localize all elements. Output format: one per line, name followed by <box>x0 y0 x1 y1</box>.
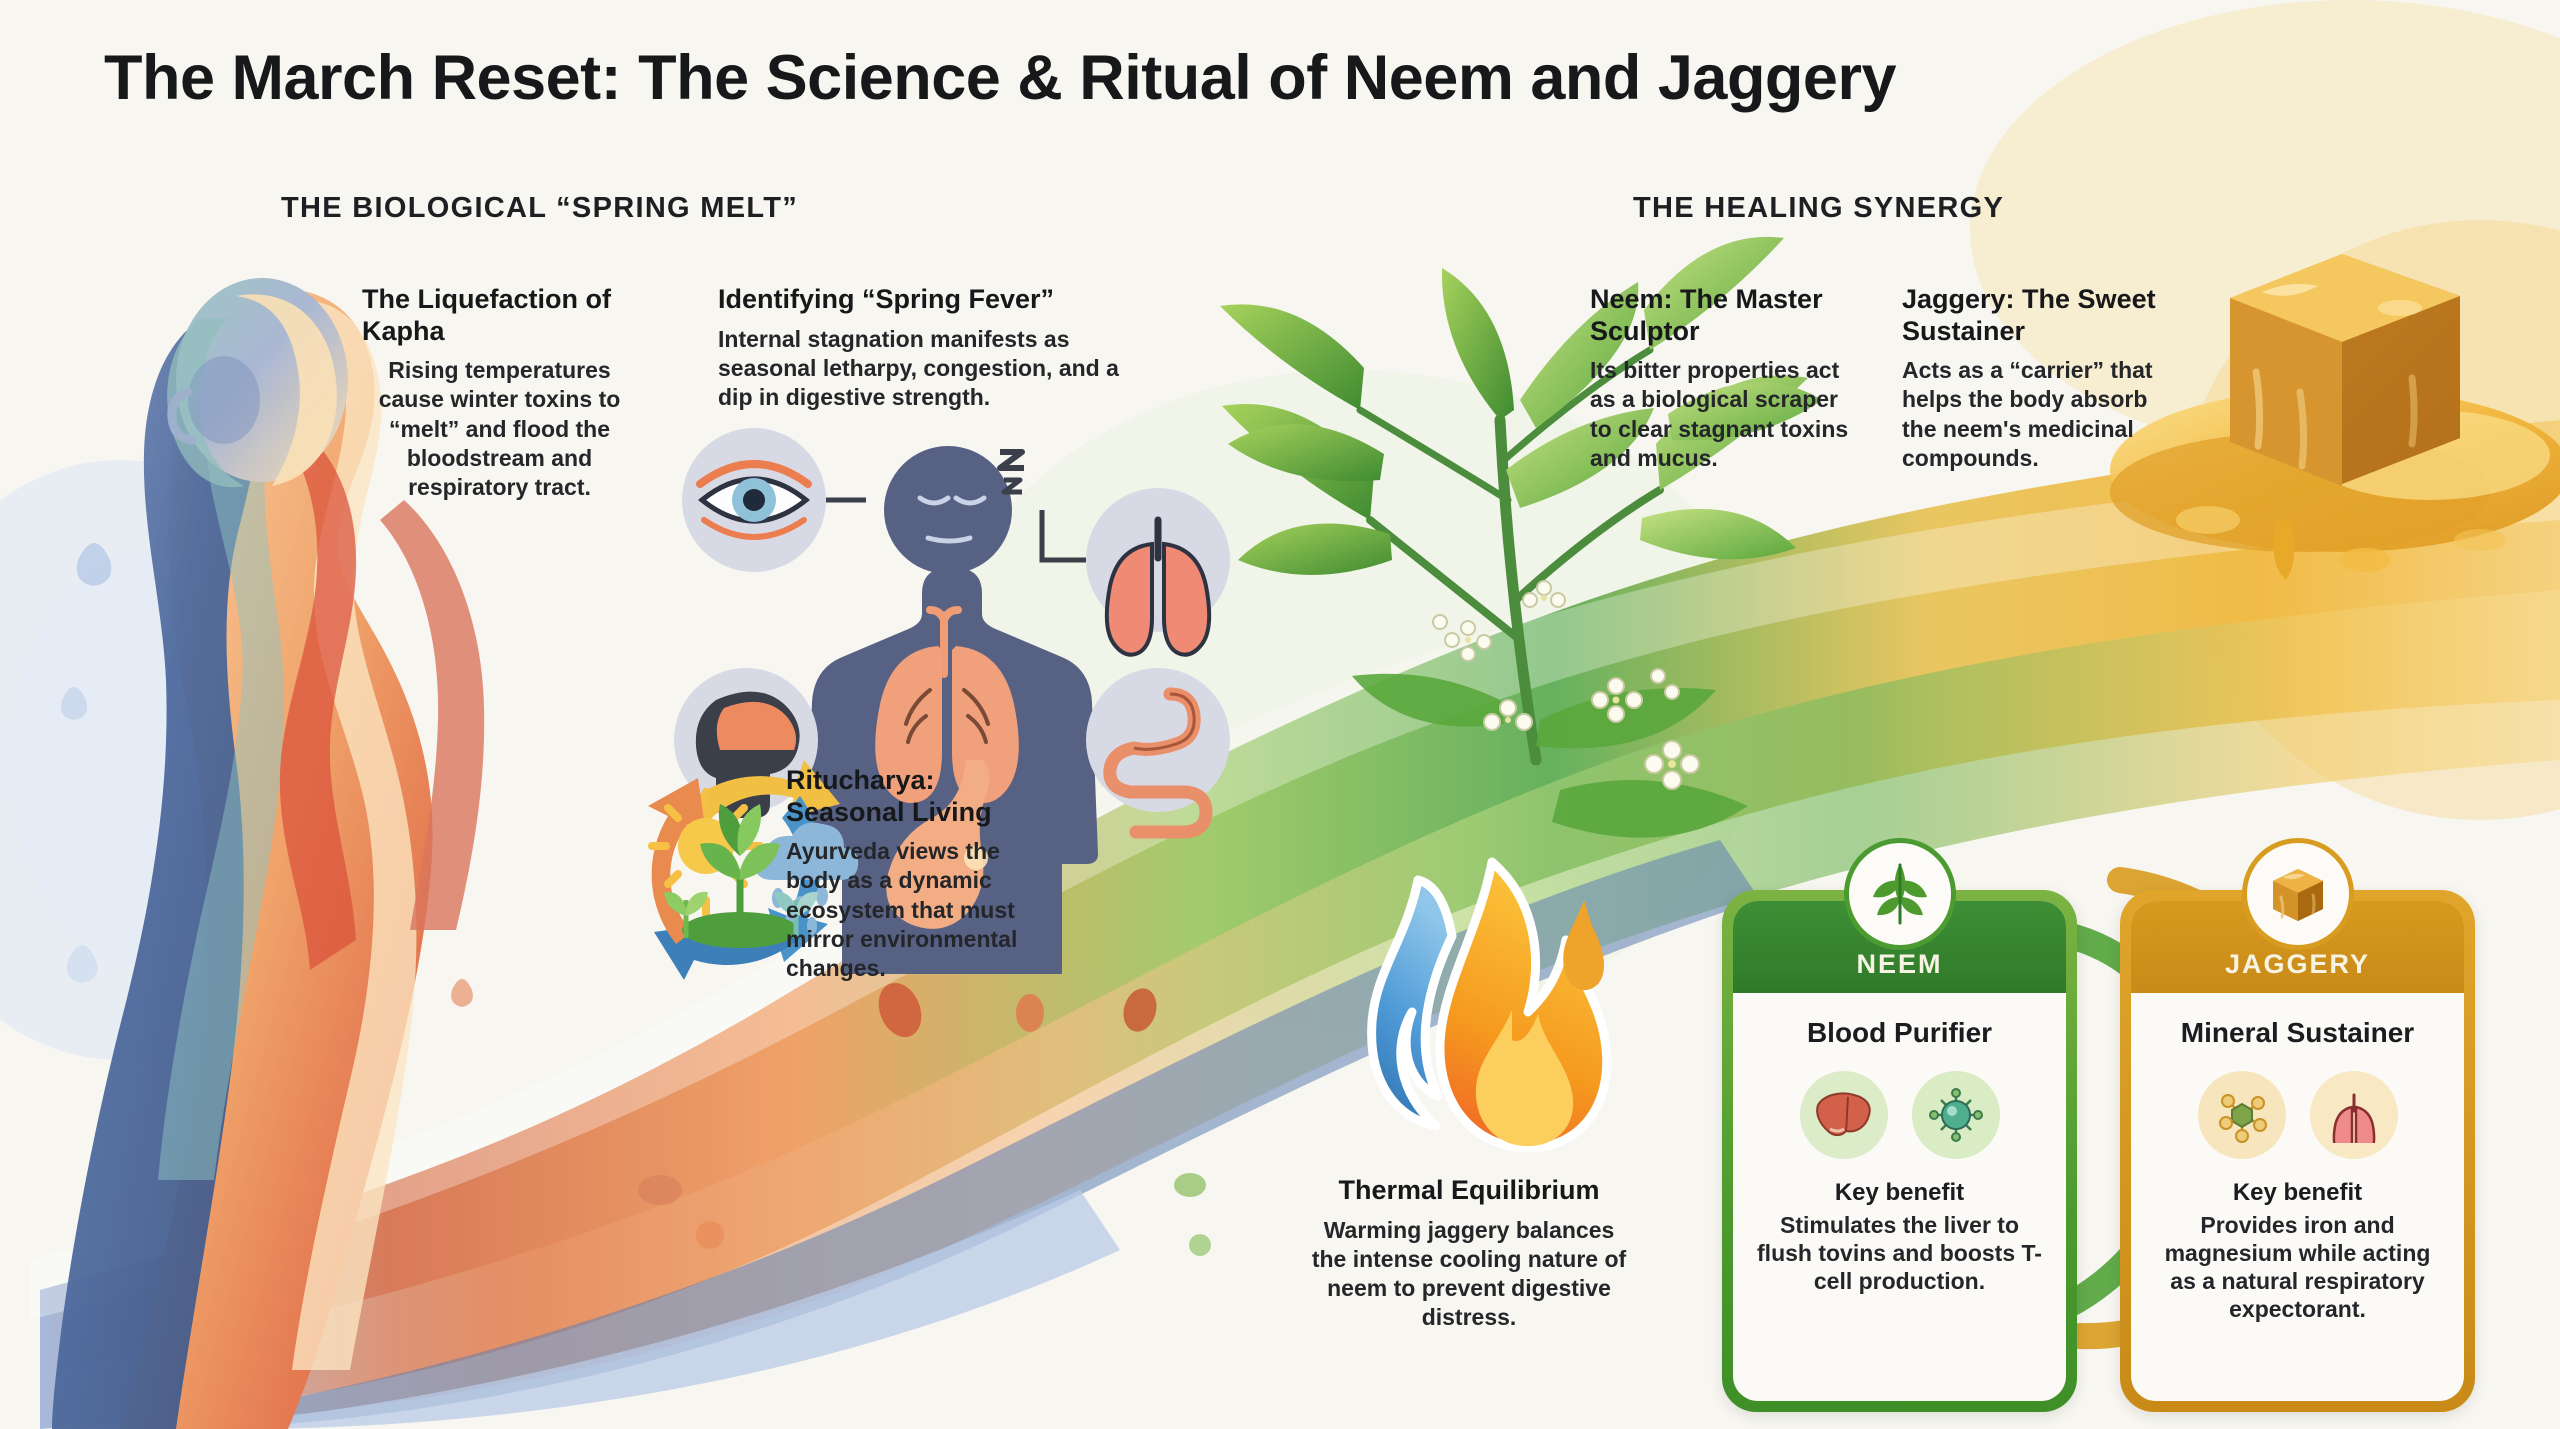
block-body: Acts as a “carrier” that helps the body … <box>1902 357 2153 471</box>
key-benefit-text: Provides iron and magnesium while acting… <box>2164 1212 2431 1323</box>
block-body: Ayurveda views the body as a dynamic eco… <box>786 838 1018 981</box>
card-inner: JAGGERY Mineral Sustainer <box>2131 901 2464 1401</box>
comparison-card-neem[interactable]: NEEM Blood Purifier <box>1722 838 2077 1412</box>
neem-branch-illustration <box>1220 236 1822 838</box>
block-liquefaction-of-kapha: The Liquefaction of Kapha Rising tempera… <box>362 284 637 502</box>
block-heading: Ritucharya: Seasonal Living <box>786 765 992 827</box>
hot-cold-flame-icon <box>1367 857 1612 1153</box>
jaggery-block-illustration <box>2110 254 2560 580</box>
key-benefit-text: Stimulates the liver to flush tovins and… <box>1757 1212 2042 1295</box>
block-heading: The Liquefaction of Kapha <box>362 284 611 346</box>
neem-flowers <box>1432 580 1700 790</box>
block-heading: Neem: The Master Sculptor <box>1590 284 1823 346</box>
section-heading-right: THE HEALING SYNERGY <box>1633 192 2005 224</box>
lungs-icon <box>1086 488 1230 657</box>
mineral-molecule-icon <box>2197 1071 2286 1159</box>
section-heading-left: THE BIOLOGICAL “SPRING MELT” <box>281 192 799 224</box>
block-body: Rising temperatures cause winter toxins … <box>378 357 621 500</box>
block-heading: Identifying “Spring Fever” <box>718 284 1055 314</box>
key-benefit-label: Key benefit <box>2232 1179 2363 1206</box>
block-identifying-spring-fever: Identifying “Spring Fever” Internal stag… <box>718 284 1123 412</box>
immune-cell-icon <box>1911 1071 2000 1159</box>
card-inner: NEEM Blood Purifier <box>1733 901 2066 1401</box>
gradient-human-figure-illustration <box>10 278 485 1429</box>
seasonal-cycle-icon <box>648 760 859 980</box>
block-heading: Jaggery: The Sweet Sustainer <box>1902 284 2156 346</box>
neem-leaf-icon <box>1843 838 1956 950</box>
block-jaggery-sweet-sustainer: Jaggery: The Sweet Sustainer Acts as a “… <box>1902 284 2172 473</box>
liver-icon <box>1799 1071 1888 1159</box>
block-ritucharya-seasonal-living: Ritucharya: Seasonal Living Ayurveda vie… <box>786 765 1058 983</box>
page-title: The March Reset: The Science & Ritual of… <box>104 43 1897 113</box>
block-body: Its bitter properties act as a biologica… <box>1590 357 1849 471</box>
block-thermal-equilibrium: Thermal Equilibrium Warming jaggery bala… <box>1310 1175 1628 1332</box>
card-role: Mineral Sustainer <box>2180 1017 2415 1048</box>
card-icon-row <box>2197 1071 2398 1159</box>
eye-icon <box>682 428 826 572</box>
digestive-tract-icon <box>1086 668 1230 839</box>
lungs-icon <box>2309 1071 2398 1159</box>
comparison-card-jaggery[interactable]: JAGGERY Mineral Sustainer <box>2120 838 2475 1412</box>
card-body: Blood Purifier <box>1733 993 2066 1401</box>
block-body: Warming jaggery balances the intense coo… <box>1311 1216 1627 1331</box>
human-torso-organs <box>806 446 1098 974</box>
jaggery-cube-icon <box>2241 838 2354 950</box>
card-role: Blood Purifier <box>1806 1017 1993 1048</box>
block-neem-master-sculptor: Neem: The Master Sculptor Its bitter pro… <box>1590 284 1852 473</box>
block-heading: Thermal Equilibrium <box>1338 1175 1600 1205</box>
human-body-symptom-diagram <box>674 428 1230 974</box>
block-body: Internal stagnation manifests as seasona… <box>718 325 1119 410</box>
card-icon-row <box>1799 1071 2000 1159</box>
card-body: Mineral Sustainer <box>2131 993 2464 1401</box>
key-benefit-label: Key benefit <box>1834 1179 1965 1206</box>
